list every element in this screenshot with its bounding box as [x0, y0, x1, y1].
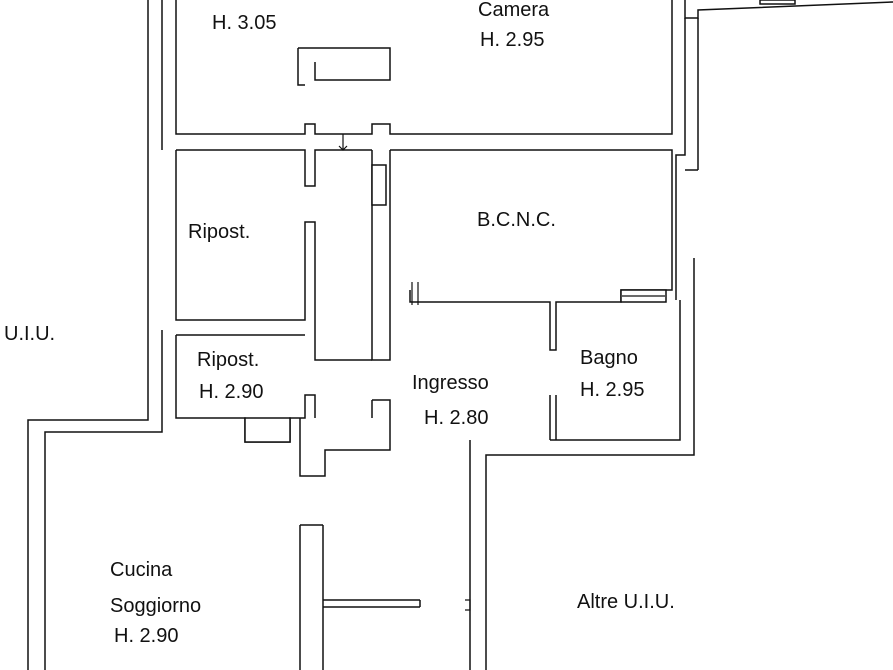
bcnc-wall — [389, 149, 673, 351]
room-height-ripost-2: H. 2.90 — [199, 381, 264, 403]
label-altre-uiu: Altre U.I.U. — [577, 591, 675, 613]
shaft — [371, 164, 387, 206]
room-height-left: H. 3.05 — [212, 12, 277, 34]
room-height-bagno: H. 2.95 — [580, 379, 645, 401]
room-name-ripost-2: Ripost. — [197, 349, 260, 371]
room-name-ingresso: Ingresso — [412, 372, 489, 394]
room-name-ripost-1: Ripost. — [188, 221, 251, 243]
top-window — [759, 0, 796, 5]
room-height-ingresso: H. 2.80 — [424, 407, 489, 429]
closet-notch — [297, 47, 391, 86]
bagno-wall — [549, 395, 557, 441]
outer-wall — [27, 0, 149, 670]
corridor-wall — [371, 150, 391, 361]
ripost-window — [244, 417, 291, 443]
ripost-1-wall — [175, 149, 372, 361]
ingresso-lower-wall — [348, 399, 391, 451]
right-wall-2 — [675, 18, 699, 300]
room-name-soggiorno: Soggiorno — [110, 595, 202, 617]
room-height-cucina: H. 2.90 — [114, 625, 179, 647]
cucina-partition — [299, 524, 421, 670]
room-height-camera: H. 2.95 — [480, 29, 545, 51]
room-name-cucina: Cucina — [110, 559, 173, 581]
door-arrow — [338, 134, 348, 151]
room-name-bagno: Bagno — [580, 347, 638, 369]
room-name-camera: Camera — [478, 0, 550, 21]
outer-wall-inner-2 — [44, 330, 163, 670]
room-name-bcnc: B.C.N.C. — [477, 209, 556, 231]
right-wall-3 — [469, 258, 695, 670]
label-uiu: U.I.U. — [4, 323, 56, 345]
